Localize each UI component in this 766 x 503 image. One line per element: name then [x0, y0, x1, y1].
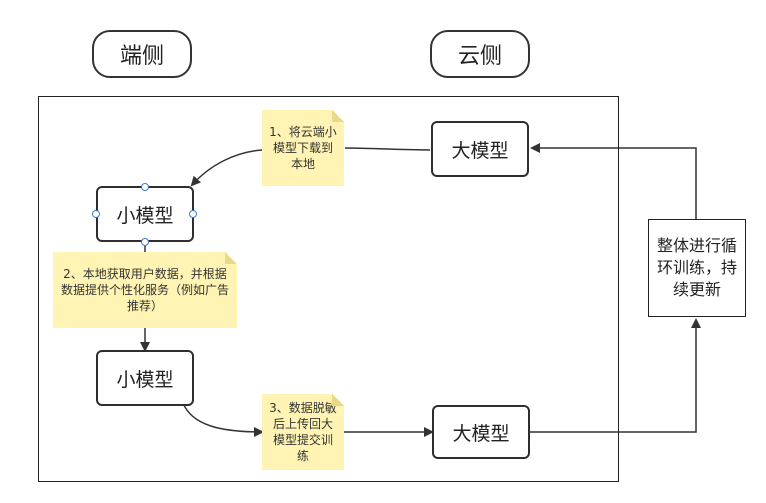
small-model-bottom[interactable]: 小模型: [96, 350, 194, 406]
note-step1-text: 1、将云端小模型下载到本地: [269, 125, 337, 171]
note-step2-text: 2、本地获取用户数据，并根据数据提供个性化服务（例如广告推荐）: [60, 267, 229, 313]
loop-up-arrow: [528, 318, 701, 433]
cloud-side-label: 云侧: [430, 30, 530, 78]
loop-back-arrow: [530, 143, 697, 220]
selection-handle-bottom[interactable]: [141, 238, 149, 246]
selection-handle-top[interactable]: [141, 183, 149, 191]
device-side-label: 端侧: [92, 30, 192, 78]
download-arrow-curve: [190, 149, 263, 187]
loop-training-box[interactable]: 整体进行循环训练，持续更新: [648, 219, 746, 317]
note-fold-icon: [225, 252, 237, 264]
system-frame: [38, 96, 619, 482]
note-step3-text: 3、数据脱敏后上传回大模型提交训练: [269, 401, 337, 463]
note-step2[interactable]: 2、本地获取用户数据，并根据数据提供个性化服务（例如广告推荐）: [53, 252, 237, 328]
note-step1[interactable]: 1、将云端小模型下载到本地: [262, 110, 344, 186]
note-fold-icon: [332, 110, 344, 122]
selection-handle-right[interactable]: [189, 210, 197, 218]
cloud-model-bottom[interactable]: 大模型: [432, 405, 530, 459]
download-arrow: [344, 147, 431, 151]
selection-handle-left[interactable]: [92, 210, 100, 218]
small-model-top[interactable]: 小模型: [96, 186, 194, 242]
note-fold-icon: [332, 394, 344, 406]
note-step3[interactable]: 3、数据脱敏后上传回大模型提交训练: [262, 394, 344, 470]
cloud-model-top[interactable]: 大模型: [431, 121, 529, 177]
upload-arrow-curve: [182, 402, 264, 437]
